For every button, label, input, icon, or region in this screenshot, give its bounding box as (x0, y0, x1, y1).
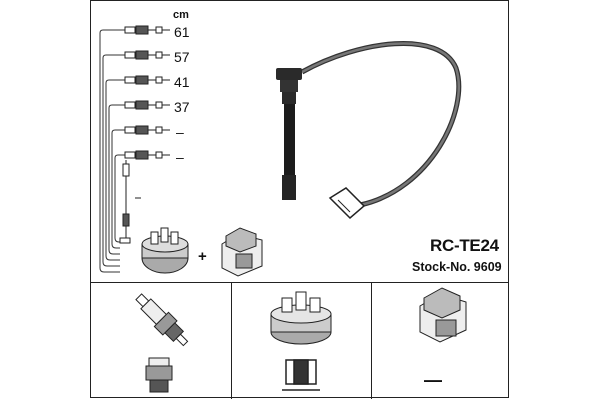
lead-length-5: – (176, 124, 184, 140)
ignition-coil-large-icon (419, 287, 467, 343)
divider-2 (371, 282, 372, 399)
stock-number: Stock-No. 9609 (412, 260, 502, 274)
lead-connectors-icon (124, 25, 170, 160)
plus-sign: + (198, 248, 207, 265)
lead-length-2: 57 (174, 49, 190, 65)
length-unit-label: cm (173, 9, 189, 21)
spark-plug-icon (135, 293, 189, 347)
distributor-cap-icon (141, 227, 189, 274)
lead-length-3: 41 (174, 74, 190, 90)
lead-length-1: 61 (174, 24, 190, 40)
coil-lead-icon (119, 160, 141, 244)
model-number: RC-TE24 (430, 236, 499, 255)
ignition-coil-icon (221, 227, 263, 277)
lead-length-4: 37 (174, 99, 190, 115)
coil-connector-not-applicable: — (424, 370, 442, 390)
bottom-section-divider (90, 282, 509, 283)
divider-1 (231, 282, 232, 399)
wire-bundle-icon (99, 29, 125, 273)
lead-length-6: – (176, 149, 184, 165)
distributor-terminal-icon (282, 359, 320, 391)
distributor-cap-large-icon (270, 291, 332, 345)
sheet-frame (90, 0, 509, 398)
spark-plug-terminal-icon (145, 357, 173, 393)
ignition-lead-icon (276, 41, 462, 220)
